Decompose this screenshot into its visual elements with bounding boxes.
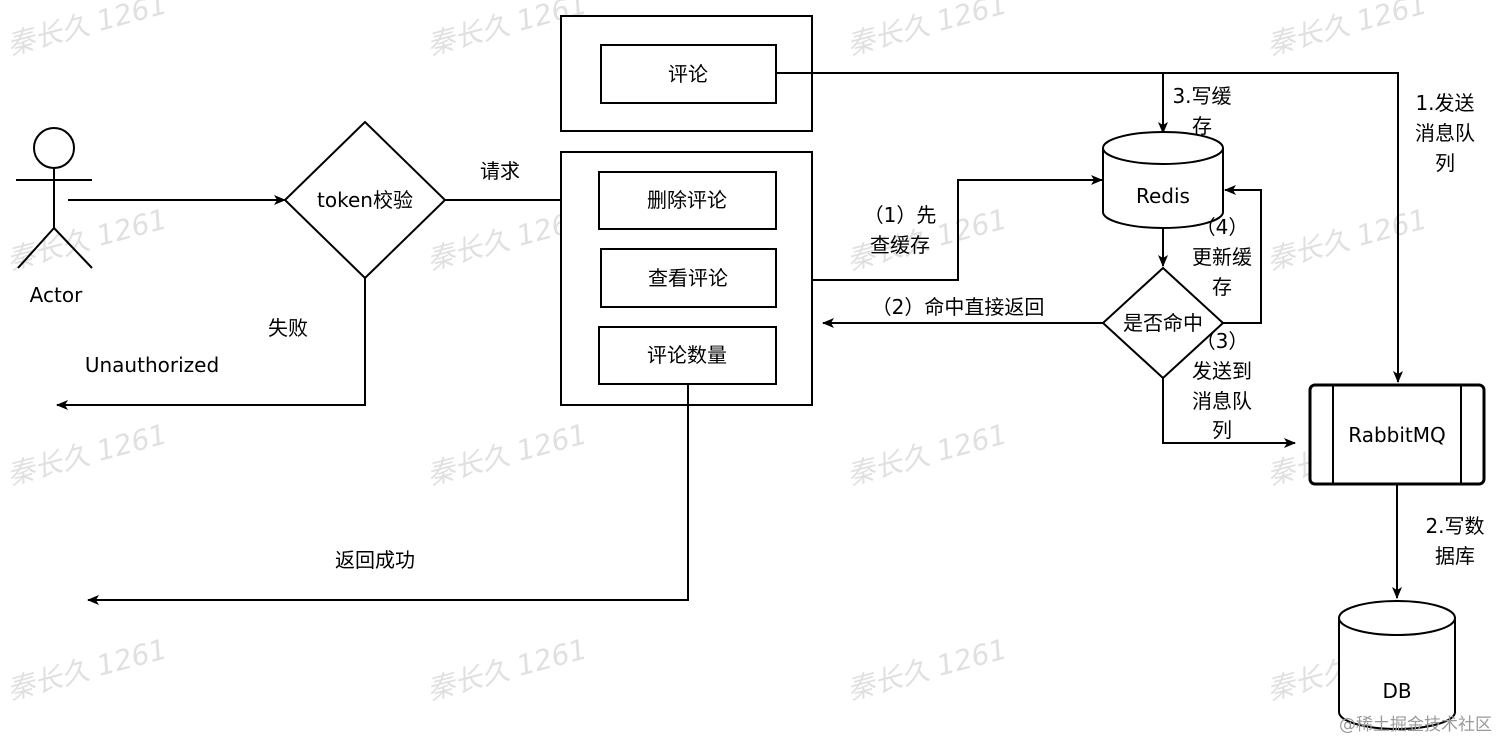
rabbitmq-box (1308, 383, 1486, 486)
update-cache-label-1: （4） (1196, 215, 1249, 239)
view-comment-label: 查看评论 (648, 266, 728, 290)
comment-count-label: 评论数量 (647, 343, 727, 367)
write-cache-label-2: 存 (1192, 114, 1212, 138)
send-mq-arrow (776, 72, 1403, 383)
fail-label: 失败 (268, 316, 308, 340)
watermark-text: 秦长久 1261 (3, 202, 170, 276)
rabbitmq-label: RabbitMQ (1348, 423, 1446, 447)
update-cache-label-2: 更新缓 (1192, 245, 1252, 269)
watermark-text: 秦长久 1261 (843, 417, 1010, 491)
send-to-mq-label-3: 消息队 (1192, 389, 1252, 413)
check-cache-label-2: 查缓存 (870, 233, 930, 257)
actor-figure (16, 127, 93, 269)
watermark-text: 秦长久 1261 (3, 632, 170, 706)
view-comment-box (600, 248, 777, 308)
delete-comment-label: 删除评论 (647, 188, 727, 212)
update-cache-arrow (1223, 185, 1262, 324)
watermark-text: 秦长久 1261 (843, 632, 1010, 706)
hit-return-label: （2）命中直接返回 (872, 295, 1045, 319)
send-to-mq-label-4: 列 (1212, 418, 1232, 442)
redis-label: Redis (1136, 184, 1190, 208)
check-cache-label-1: （1）先 (864, 203, 937, 227)
watermark-text: 秦长久 1261 (3, 0, 170, 62)
comment-box (600, 44, 777, 104)
return-success-label: 返回成功 (335, 548, 415, 572)
fail-arrow (56, 278, 366, 410)
token-check-label: token校验 (317, 188, 413, 212)
watermark-text: 秦长久 1261 (1263, 202, 1430, 276)
update-cache-label-3: 存 (1212, 275, 1232, 299)
comment-label: 评论 (668, 62, 708, 86)
return-success-arrow (87, 384, 689, 605)
watermark-text: 秦长久 1261 (423, 632, 590, 706)
write-cache-label-1: 3.写缓 (1172, 84, 1231, 108)
hit-decision-label: 是否命中 (1123, 311, 1203, 335)
watermark-text: 秦长久 1261 (1263, 0, 1430, 62)
delete-comment-box (598, 171, 777, 230)
comment-count-box (598, 326, 777, 385)
watermark-text: 秦长久 1261 (423, 417, 590, 491)
send-to-mq-label-2: 发送到 (1192, 359, 1252, 383)
send-to-mq-arrow (1162, 378, 1296, 448)
watermark-text: 秦长久 1261 (843, 0, 1010, 62)
db-cylinder (1338, 600, 1456, 730)
unauthorized-label: Unauthorized (85, 353, 219, 377)
write-db-label-1: 2.写数 (1425, 514, 1484, 538)
actor-label: Actor (30, 283, 83, 307)
redis-cylinder (1102, 131, 1224, 229)
watermark-text: 秦长久 1261 (3, 417, 170, 491)
send-mq-label-1: 1.发送 (1415, 91, 1474, 115)
write-db-label-2: 据库 (1435, 544, 1475, 568)
send-mq-label-2: 消息队 (1415, 121, 1475, 145)
send-to-mq-label-1: （3） (1196, 329, 1249, 353)
source-watermark: @稀土掘金技术社区 (1339, 715, 1492, 735)
send-mq-label-3: 列 (1435, 151, 1455, 175)
db-label: DB (1382, 679, 1411, 703)
request-label: 请求 (480, 159, 520, 183)
check-cache-arrow (813, 175, 1103, 281)
